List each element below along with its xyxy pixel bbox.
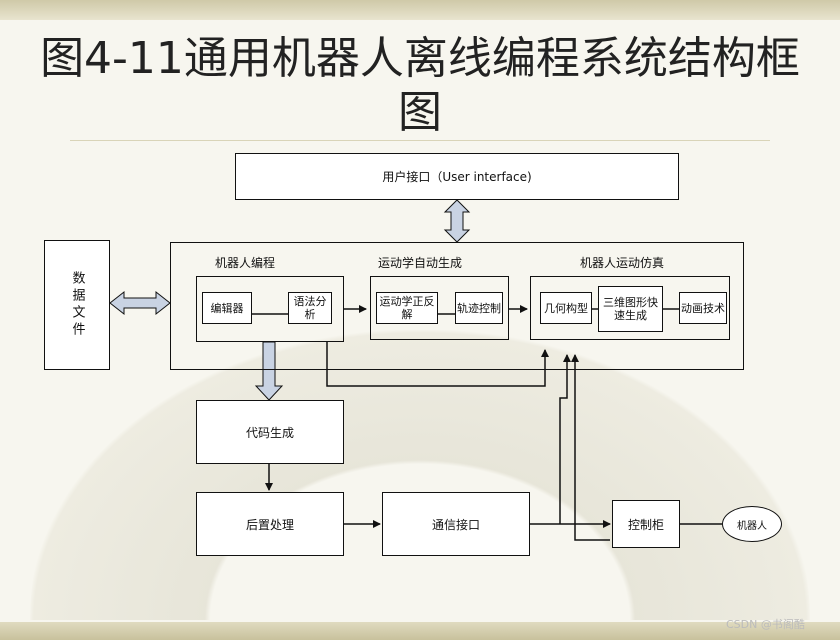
code-generation-label: 代码生成 [245, 425, 294, 440]
parser-box: 语法分析 [288, 292, 332, 324]
graphics-label: 三维图形快速生成 [603, 296, 658, 322]
robot-label: 机器人 [737, 520, 767, 532]
robot-ellipse: 机器人 [722, 506, 782, 542]
geometry-box: 几何构型 [540, 292, 592, 324]
comm-interface-label: 通信接口 [431, 517, 480, 532]
controller-box: 控制柜 [612, 500, 680, 548]
data-file-box: 数据文件 [44, 240, 110, 370]
graphics-box: 三维图形快速生成 [598, 286, 663, 332]
data-file-double-arrow [109, 290, 171, 316]
simulation-group [530, 276, 730, 340]
animation-label: 动画技术 [681, 301, 725, 315]
bottom-band [0, 622, 840, 640]
trajectory-control-box: 轨迹控制 [455, 292, 503, 324]
kinematics-solver-box: 运动学正反解 [376, 292, 438, 324]
ui-double-arrow [443, 199, 471, 243]
data-file-label: 数据文件 [69, 271, 85, 339]
editor-box: 编辑器 [202, 292, 252, 324]
geometry-label: 几何构型 [544, 301, 588, 315]
robot-programming-group [196, 276, 344, 342]
user-interface-label: 用户接口（User interface) [382, 170, 532, 184]
kinematics-group [370, 276, 509, 340]
comm-interface-box: 通信接口 [382, 492, 530, 556]
editor-label: 编辑器 [210, 301, 244, 315]
kinematics-solver-label: 运动学正反解 [379, 295, 435, 321]
code-generation-box: 代码生成 [196, 400, 344, 464]
fan-background [30, 330, 810, 620]
main-system-container [170, 242, 744, 370]
user-interface-box: 用户接口（User interface) [235, 153, 679, 200]
controller-label: 控制柜 [627, 517, 664, 532]
top-band [0, 0, 840, 20]
post-processing-label: 后置处理 [245, 517, 294, 532]
robot-programming-label: 机器人编程 [215, 256, 276, 270]
code-gen-block-arrow [254, 341, 284, 401]
trajectory-control-label: 轨迹控制 [457, 301, 501, 315]
title-divider [70, 140, 770, 141]
parser-label: 语法分析 [293, 295, 327, 321]
slide-title: 图4-11通用机器人离线编程系统结构框图 [40, 33, 800, 138]
simulation-label: 机器人运动仿真 [580, 256, 665, 270]
kinematics-label: 运动学自动生成 [378, 256, 463, 270]
watermark: CSDN @书阁酷 [726, 618, 805, 631]
animation-box: 动画技术 [679, 292, 727, 324]
post-processing-box: 后置处理 [196, 492, 344, 556]
